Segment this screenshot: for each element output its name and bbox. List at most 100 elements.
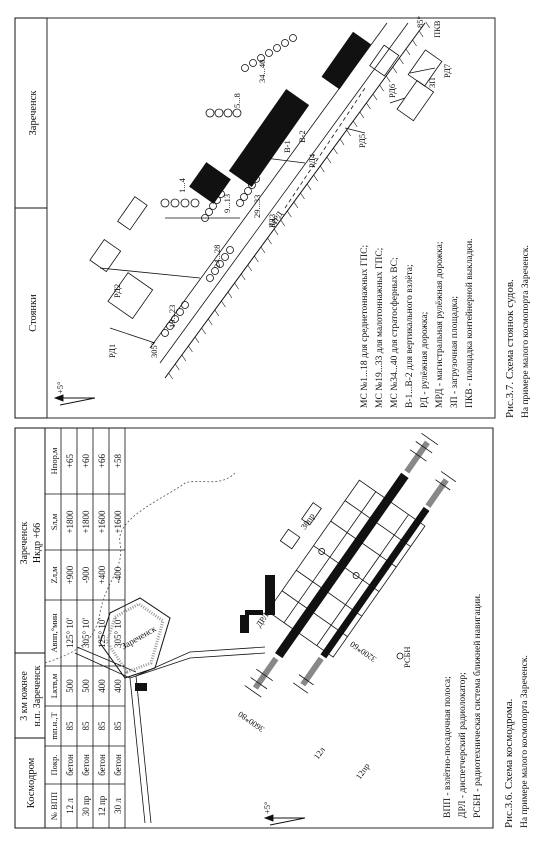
- stand-circle-icon: [221, 253, 229, 261]
- stand-circle-icon: [206, 274, 214, 282]
- table-header-cell: № ВПП: [49, 792, 59, 820]
- rd2-label: РД2: [112, 284, 122, 298]
- rw-12l-label: 12л: [311, 744, 327, 761]
- stand-circle-icon: [262, 135, 270, 143]
- building-block: [245, 610, 263, 615]
- pkv-label: ПКВ: [432, 20, 442, 38]
- table-cell: +1600: [97, 510, 107, 534]
- stand-circle-icon: [265, 49, 273, 57]
- roads: [74, 646, 266, 824]
- table-header-cell: Sл,м: [49, 513, 59, 530]
- stand-circle-icon: [248, 181, 256, 189]
- town-outline: [99, 597, 171, 679]
- terminal-block: [228, 89, 310, 187]
- stand-circle-icon: [244, 187, 252, 195]
- rd3-label: РД3: [267, 214, 277, 228]
- stands-legend-line: ЗП - загрузочная площадка;: [450, 296, 460, 408]
- stand-circle-icon: [273, 44, 281, 52]
- stands-5-8-label: 5...8: [232, 93, 242, 108]
- stands-1-4-label: 1...4: [177, 177, 187, 193]
- terminal-block: [189, 162, 231, 204]
- b1-label: B-1: [282, 140, 292, 153]
- table-cell: 85: [65, 721, 75, 731]
- table-cell: +1800: [65, 510, 75, 534]
- airfield-panel: Космодром 3 км южнее н.п. Зареченск Заре…: [14, 427, 530, 829]
- caption-3-7: Рис.3.7. Схема стоянок судов.: [504, 279, 516, 418]
- stands-legend-line: МС №19...33 для малотоннажных ГПС;: [375, 248, 385, 408]
- stand-circle-icon: [289, 34, 297, 42]
- header-name: Зареченск: [19, 521, 30, 564]
- caption-3-6: Рис.3.6. Схема космодрома.: [503, 698, 515, 828]
- stand-circle-icon: [217, 190, 225, 198]
- rd7-label: РД7: [442, 64, 452, 78]
- apron-map: [89, 21, 443, 380]
- stand-circle-icon: [249, 59, 257, 67]
- stand-circle-icon: [171, 315, 179, 323]
- rd5-label: РД5: [357, 134, 367, 148]
- table-header-cell: Lктв,м: [49, 673, 59, 698]
- rd6-label: РД6: [387, 84, 397, 98]
- subcaption-3-6: На примере малого космопорта Зареченск.: [520, 655, 530, 828]
- stands-34-40-label: 34...40: [257, 60, 267, 83]
- building-block: [240, 615, 249, 633]
- table-cell: бетон: [65, 754, 75, 776]
- stands-legend-line: МС №34...40 для стратосферных ВС;: [389, 257, 400, 408]
- header-location-1: 3 км южнее: [19, 671, 30, 721]
- table-cell: +400: [97, 565, 107, 584]
- rw2-dims-label: 3200*60: [348, 639, 378, 664]
- stand-circle-icon: [161, 329, 169, 337]
- table-cell: бетон: [97, 754, 107, 776]
- stand-circle-icon: [246, 159, 254, 167]
- stand-circle-icon: [216, 260, 224, 268]
- stands-legend-line: В-1...В-2 для вертикального взлёта;: [405, 264, 415, 408]
- stand-circle-icon: [281, 39, 289, 47]
- subcaption-3-7: На примере малого космопорта Зареченск.: [521, 245, 531, 418]
- table-header-cell: Aвпп,°мин: [49, 613, 59, 653]
- header-kosmodrom: Космодром: [26, 757, 37, 808]
- stand-circle-icon: [181, 301, 189, 309]
- b2-label: B-2: [297, 130, 307, 143]
- table-cell: 12 л: [65, 798, 75, 814]
- table-cell: 12 пр: [97, 795, 107, 816]
- stand-circle-icon: [211, 267, 219, 275]
- table-cell: 30 л: [113, 798, 123, 814]
- table-cell: +66: [97, 453, 107, 468]
- header-elevation: Hкдр +66: [32, 523, 43, 563]
- boundary-line: [44, 472, 236, 664]
- legend-line-3: РСБН - радиотехническая система ближней …: [472, 594, 483, 818]
- stand-circle-icon: [226, 246, 234, 254]
- table-cell: 125° 10': [65, 618, 75, 648]
- header-location-2: н.п. Зареченск: [32, 665, 43, 726]
- north-arrow-icon: [263, 814, 306, 826]
- airfield-map: Зареченск: [44, 432, 457, 826]
- stand-circle-icon: [205, 208, 213, 216]
- rd4-label: РД4: [307, 153, 317, 168]
- rw1-dims-label: 3600*80: [236, 709, 266, 734]
- table-cell: 30 пр: [81, 795, 91, 816]
- table-header-cell: Покр.: [49, 755, 59, 776]
- terminal-block: [321, 31, 372, 90]
- runway-12pr-30l: [320, 506, 430, 659]
- stand-circle-icon: [236, 199, 244, 207]
- table-cell: 85: [81, 721, 91, 731]
- stands-north-label: +5°: [55, 382, 65, 394]
- stands-19-23-label: 19...23: [167, 305, 177, 328]
- runway-12l-30pr: [275, 472, 409, 659]
- stand-circle-icon: [180, 198, 190, 208]
- stand-circle-icon: [258, 141, 266, 149]
- table-cell: 85: [97, 721, 107, 731]
- building-block: [135, 683, 147, 691]
- table-cell: +60: [81, 453, 91, 468]
- stands-legend-line: ПКВ - площадка контейнерной выкладки.: [464, 238, 475, 408]
- rd1-label: РД1: [107, 344, 117, 358]
- stand-circle-icon: [176, 308, 184, 316]
- runway-table: № ВПППокр.mп.н.,ТLктв,мAвпп,°минZл,мSл,м…: [44, 427, 126, 829]
- stands-header-right: Зареченск: [28, 90, 39, 136]
- stand-circle-icon: [250, 153, 258, 161]
- stand-circle-icon: [252, 175, 260, 183]
- table-cell: +65: [65, 453, 75, 468]
- stand-circle-icon: [240, 193, 248, 201]
- table-cell: +1800: [81, 510, 91, 534]
- table-cell: +58: [113, 453, 123, 468]
- table-cell: +900: [65, 565, 75, 584]
